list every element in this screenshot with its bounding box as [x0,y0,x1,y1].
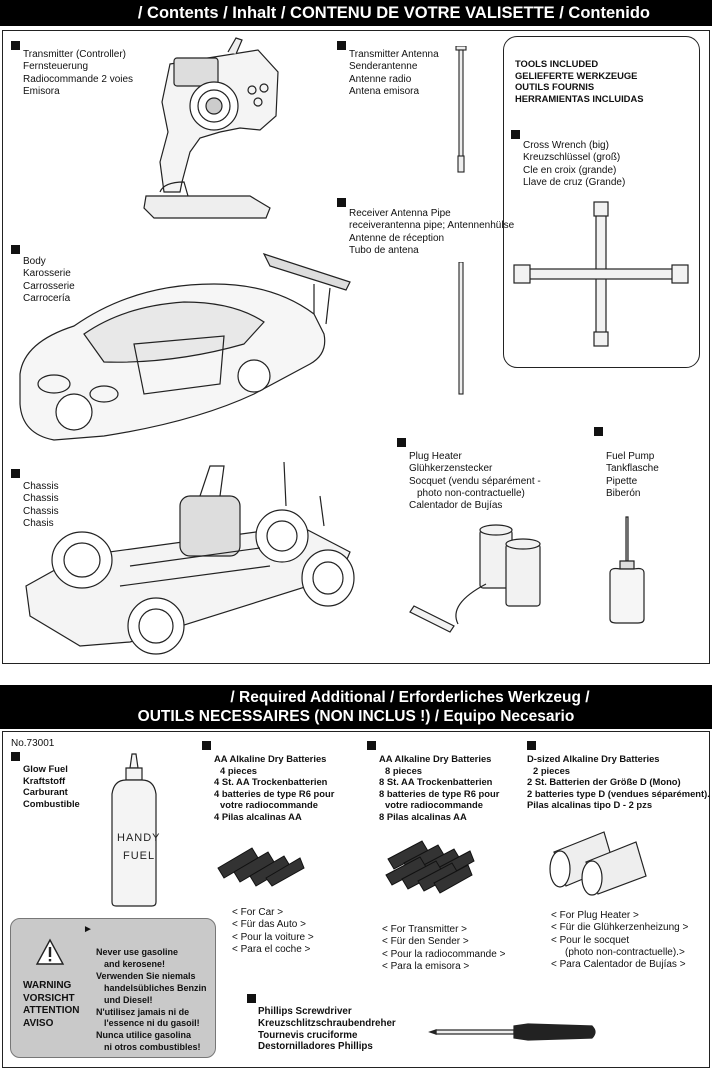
transmitter-label: Transmitter (Controller)Fernsteuerung Ra… [23,49,134,97]
plug-heater-image [409,524,541,633]
arrow-icon: ► [83,924,93,935]
item-marker [11,752,20,761]
cross-wrench-label: Cross Wrench (big)Kreuzschlüssel (groß) … [523,140,626,188]
screwdriver-image [428,1023,596,1041]
body-shell-image [19,252,351,441]
d-batteries-image [549,831,647,896]
antenna-pipe-image [458,262,464,395]
item-marker [527,741,536,750]
item-marker [247,994,256,1003]
item-marker [202,741,211,750]
aa4-batteries-image [217,847,305,887]
glow-fuel-bottle-image [111,753,157,907]
antenna-image [455,46,467,173]
contents-header: / Contents / Inhalt / CONTENU DE VOTRE V… [0,0,712,26]
contents-frame [2,30,710,664]
item-marker [11,245,20,254]
item-marker [397,438,406,447]
chassis-image [25,461,355,655]
aa4-usage: < For Car >< Für das Auto > < Pour la vo… [232,907,314,955]
fuel-warning-box [10,918,216,1058]
aa8-batteries-image [385,840,475,894]
aa8-usage: < For Transmitter >< Für den Sender > < … [382,924,506,972]
item-marker [11,41,20,50]
warning-triangle-icon [35,938,65,965]
item-marker [367,741,376,750]
required-header: / Required Additional / Erforderliches W… [0,685,712,729]
cross-wrench-image [513,201,689,347]
fuel-pump-image [609,516,645,624]
item-marker [511,130,520,139]
item-marker [337,41,346,50]
item-marker [594,427,603,436]
item-marker [337,198,346,207]
part-number: No.73001 [11,738,55,749]
required-frame [2,731,710,1068]
tools-included-box [503,36,700,368]
item-marker [11,469,20,478]
transmitter-image [143,37,279,219]
d-batteries-usage: < For Plug Heater >< Für die Glühkerzenh… [551,910,689,971]
fuel-bottle-label: HANDY FUEL [117,832,161,862]
